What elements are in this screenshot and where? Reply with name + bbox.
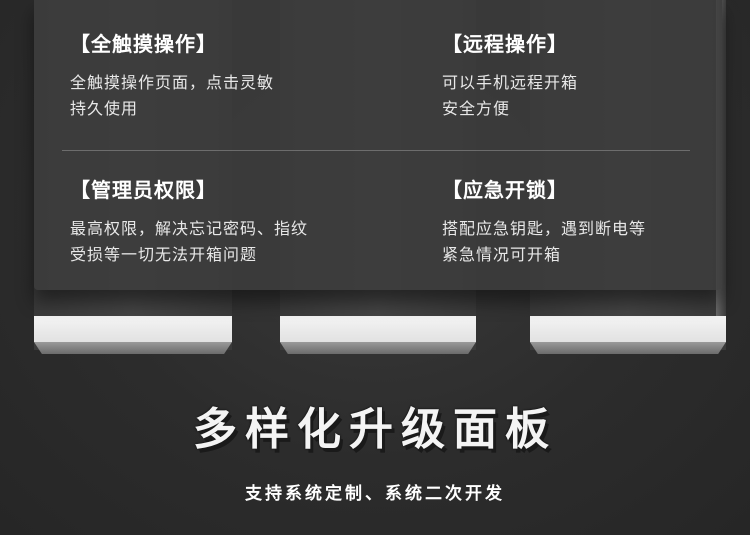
feature-emergency-unlock: 【应急开锁】 搭配应急钥匙，遇到断电等 紧急情况可开箱 [442, 178, 646, 268]
feature-desc-line: 可以手机远程开箱 [442, 73, 579, 92]
feature-title: 【管理员权限】 [70, 178, 217, 202]
panel-middle-bevel [280, 342, 476, 354]
feature-desc-line: 搭配应急钥匙，遇到断电等 [442, 219, 647, 238]
feature-desc-line: 全触摸操作页面，点击灵敏 [70, 73, 275, 92]
feature-desc-line: 紧急情况可开箱 [442, 245, 562, 264]
feature-description: 可以手机远程开箱 安全方便 [442, 70, 578, 122]
feature-title: 【应急开锁】 [442, 178, 568, 202]
panel-right-bevel [530, 342, 726, 354]
feature-description: 全触摸操作页面，点击灵敏 持久使用 [70, 70, 274, 122]
feature-description: 最高权限，解决忘记密码、指纹 受损等一切无法开箱问题 [70, 216, 308, 268]
feature-title: 【远程操作】 [442, 32, 568, 56]
panel-right-face [530, 316, 726, 342]
panel-left-bevel [34, 342, 232, 354]
panel-left-face [34, 316, 232, 342]
feature-desc-line: 受损等一切无法开箱问题 [70, 245, 258, 264]
feature-touch-operation: 【全触摸操作】 全触摸操作页面，点击灵敏 持久使用 [70, 32, 274, 122]
panel-middle-face [280, 316, 476, 342]
feature-desc-line: 安全方便 [442, 99, 511, 118]
feature-title: 【全触摸操作】 [70, 32, 217, 56]
feature-description: 搭配应急钥匙，遇到断电等 紧急情况可开箱 [442, 216, 646, 268]
features-overlay [34, 0, 722, 290]
main-heading: 多样化升级面板 [193, 404, 557, 455]
sub-heading: 支持系统定制、系统二次开发 [245, 484, 505, 504]
feature-desc-line: 最高权限，解决忘记密码、指纹 [70, 219, 309, 238]
feature-remote-operation: 【远程操作】 可以手机远程开箱 安全方便 [442, 32, 578, 122]
feature-admin-permission: 【管理员权限】 最高权限，解决忘记密码、指纹 受损等一切无法开箱问题 [70, 178, 308, 268]
feature-desc-line: 持久使用 [70, 99, 139, 118]
features-divider [62, 150, 690, 151]
